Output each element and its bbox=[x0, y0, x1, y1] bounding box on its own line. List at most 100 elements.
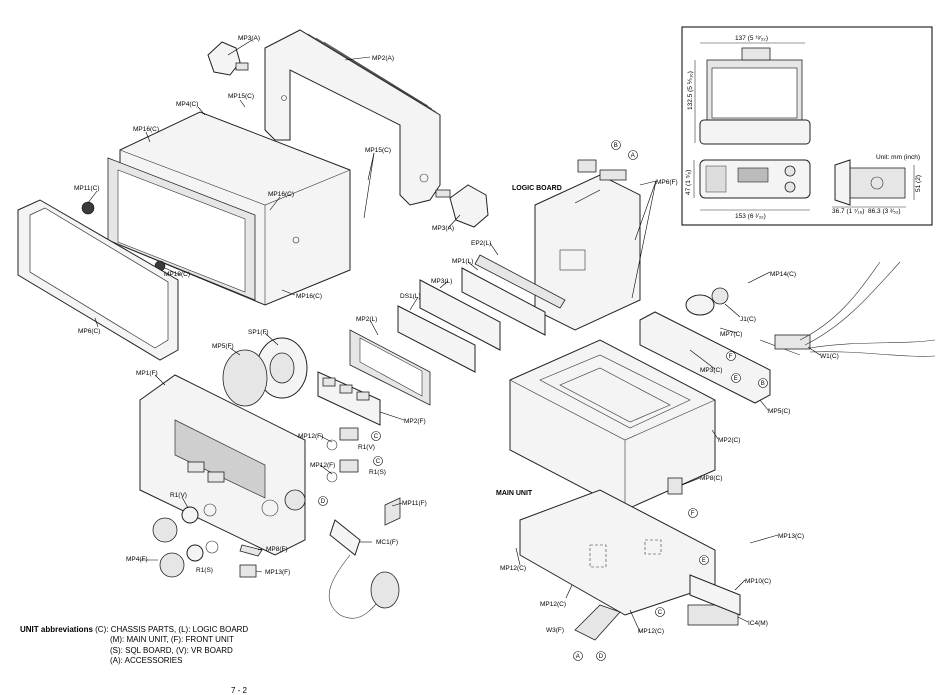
mp13f-part bbox=[239, 564, 257, 578]
label-mp6f: MP6(F) bbox=[656, 179, 678, 186]
knob-mp3a-bottom bbox=[435, 184, 489, 228]
label-mp18c: MP18(C) bbox=[164, 271, 190, 278]
label-ds1l: DS1(L) bbox=[400, 293, 421, 300]
label-mp16c-a: MP16(C) bbox=[133, 126, 159, 133]
speaker bbox=[222, 337, 308, 407]
callout-e-2: E bbox=[702, 558, 706, 564]
label-r1s-b: R1(S) bbox=[196, 567, 213, 574]
dim-side-b: 86.3 (3 ²⁄₅₂) bbox=[868, 208, 901, 215]
mp11f-part bbox=[384, 497, 401, 526]
dim-side-c: 51 (2) bbox=[915, 175, 922, 192]
label-mp1f: MP1(F) bbox=[136, 370, 158, 377]
label-mp4f: MP4(F) bbox=[126, 556, 148, 563]
gasket-mp6c bbox=[17, 199, 179, 361]
label-mp8f: MP8(F) bbox=[266, 546, 288, 553]
legend-title: UNIT abbreviations bbox=[20, 625, 93, 634]
front-panel bbox=[139, 374, 306, 556]
callout-b-2: B bbox=[761, 381, 765, 387]
knob-mp3a-top bbox=[207, 41, 249, 76]
label-logic-board: LOGIC BOARD bbox=[512, 185, 562, 192]
label-mp12c-a: MP12(C) bbox=[500, 565, 526, 572]
label-mp11f: MP11(F) bbox=[402, 500, 427, 507]
mp11c-grommet bbox=[81, 201, 95, 215]
label-mp10c: MP10(C) bbox=[745, 578, 771, 585]
label-mp5f: MP5(F) bbox=[212, 343, 234, 350]
label-mp12c-c: MP12(C) bbox=[638, 628, 664, 635]
dim-width-top: 137 (5 ¹³⁄₃₂) bbox=[735, 35, 768, 42]
callout-f-2: F bbox=[691, 511, 695, 517]
label-mp15c-b: MP15(C) bbox=[365, 147, 391, 154]
legend-line3: (S): SQL BOARD, (V): VR BOARD bbox=[110, 645, 233, 655]
label-mp15c-a: MP15(C) bbox=[228, 93, 254, 100]
label-mp6c: MP6(C) bbox=[78, 328, 100, 335]
label-w1c: W1(C) bbox=[820, 353, 839, 360]
ribbon-w3f bbox=[574, 604, 621, 641]
label-mp2a: MP2(A) bbox=[372, 55, 394, 62]
legend-line2: (M): MAIN UNIT, (F): FRONT UNIT bbox=[110, 635, 234, 645]
label-mp16c-c: MP16(C) bbox=[296, 293, 322, 300]
mp8c-part bbox=[667, 477, 683, 495]
label-main-unit: MAIN UNIT bbox=[496, 490, 533, 497]
callout-d-2: D bbox=[599, 654, 604, 660]
callout-c-3: C bbox=[658, 610, 663, 616]
callout-f-1: F bbox=[729, 354, 733, 360]
label-mp3c: MP3(C) bbox=[700, 367, 722, 374]
callout-a-2: A bbox=[576, 654, 580, 660]
legend-line4: (A): ACCESSORIES bbox=[110, 656, 183, 666]
label-mp1l: MP1(L) bbox=[452, 258, 473, 265]
label-mp3a-top: MP3(A) bbox=[238, 35, 260, 42]
label-sp1f: SP1(F) bbox=[248, 329, 269, 336]
callout-b-top: B bbox=[614, 143, 618, 149]
label-mp2l: MP2(L) bbox=[356, 316, 377, 323]
label-ic4m: IC4(M) bbox=[748, 620, 768, 627]
label-mc1f: MC1(F) bbox=[376, 539, 398, 546]
front-knobs bbox=[152, 503, 219, 578]
unit-legend: UNIT abbreviations (C): CHASSIS PARTS, (… bbox=[20, 625, 248, 667]
display-stack bbox=[397, 254, 566, 373]
power-cable bbox=[759, 261, 936, 357]
main-chassis bbox=[509, 339, 716, 511]
legend-line1: (C): CHASSIS PARTS, (L): LOGIC BOARD bbox=[95, 625, 249, 634]
label-mp11c: MP11(C) bbox=[74, 185, 100, 192]
display-holder bbox=[349, 329, 431, 406]
label-j1c: J1(C) bbox=[740, 316, 756, 323]
label-mp7c: MP7(C) bbox=[720, 331, 742, 338]
label-mp5c: MP5(C) bbox=[768, 408, 790, 415]
label-mp12c-b: MP12(C) bbox=[540, 601, 566, 608]
callout-e-1: E bbox=[734, 376, 738, 382]
main-unit-board bbox=[519, 489, 716, 616]
page-number: 7 - 2 bbox=[231, 686, 248, 695]
callout-d-1: D bbox=[321, 499, 326, 505]
dim-depth-side: 47 (1 ⁵⁄₈) bbox=[685, 170, 692, 195]
label-mp3l: MP3(L) bbox=[431, 278, 452, 285]
callout-a-top: A bbox=[631, 153, 635, 159]
dim-width-front: 153 (6 ¹⁄₃₂) bbox=[735, 213, 766, 220]
label-mp8c: MP8(C) bbox=[700, 475, 722, 482]
label-mp13c: MP13(C) bbox=[778, 533, 804, 540]
microphone bbox=[328, 519, 400, 619]
part-labels: MP3(A) MP2(A) MP4(C) MP15(C) MP16(C) MP1… bbox=[74, 35, 839, 635]
dim-unit-note: Unit: mm (inch) bbox=[876, 154, 920, 161]
callouts: B A C C D F E B F E C A D bbox=[318, 140, 768, 661]
antenna-connector bbox=[685, 287, 729, 316]
callout-c-2: C bbox=[376, 459, 381, 465]
label-mp2f: MP2(F) bbox=[404, 418, 426, 425]
chassis-case bbox=[81, 111, 351, 306]
label-r1s-a: R1(S) bbox=[369, 469, 386, 476]
label-mp13f: MP13(F) bbox=[265, 569, 290, 576]
label-mp14c: MP14(C) bbox=[770, 271, 796, 278]
label-r1v-b: R1(V) bbox=[170, 492, 187, 499]
label-mp2c: MP2(C) bbox=[718, 437, 740, 444]
mounting-bracket bbox=[264, 29, 441, 206]
dim-side-a: 36.7 (1 ⁷⁄₁₆) bbox=[832, 208, 864, 215]
label-mp16c-b: MP16(C) bbox=[268, 191, 294, 198]
mp10c-part bbox=[689, 574, 741, 616]
dimension-inset: 137 (5 ¹³⁄₃₂) 132.5 (5 ⅕₁₆) 153 (6 ¹⁄₃₂)… bbox=[681, 26, 933, 226]
leader-lines bbox=[87, 39, 821, 633]
callout-c-1: C bbox=[374, 434, 379, 440]
label-mp3a-bottom: MP3(A) bbox=[432, 225, 454, 232]
label-mp4c: MP4(C) bbox=[176, 101, 198, 108]
ic4m-part bbox=[687, 604, 739, 626]
keypad bbox=[317, 371, 381, 426]
